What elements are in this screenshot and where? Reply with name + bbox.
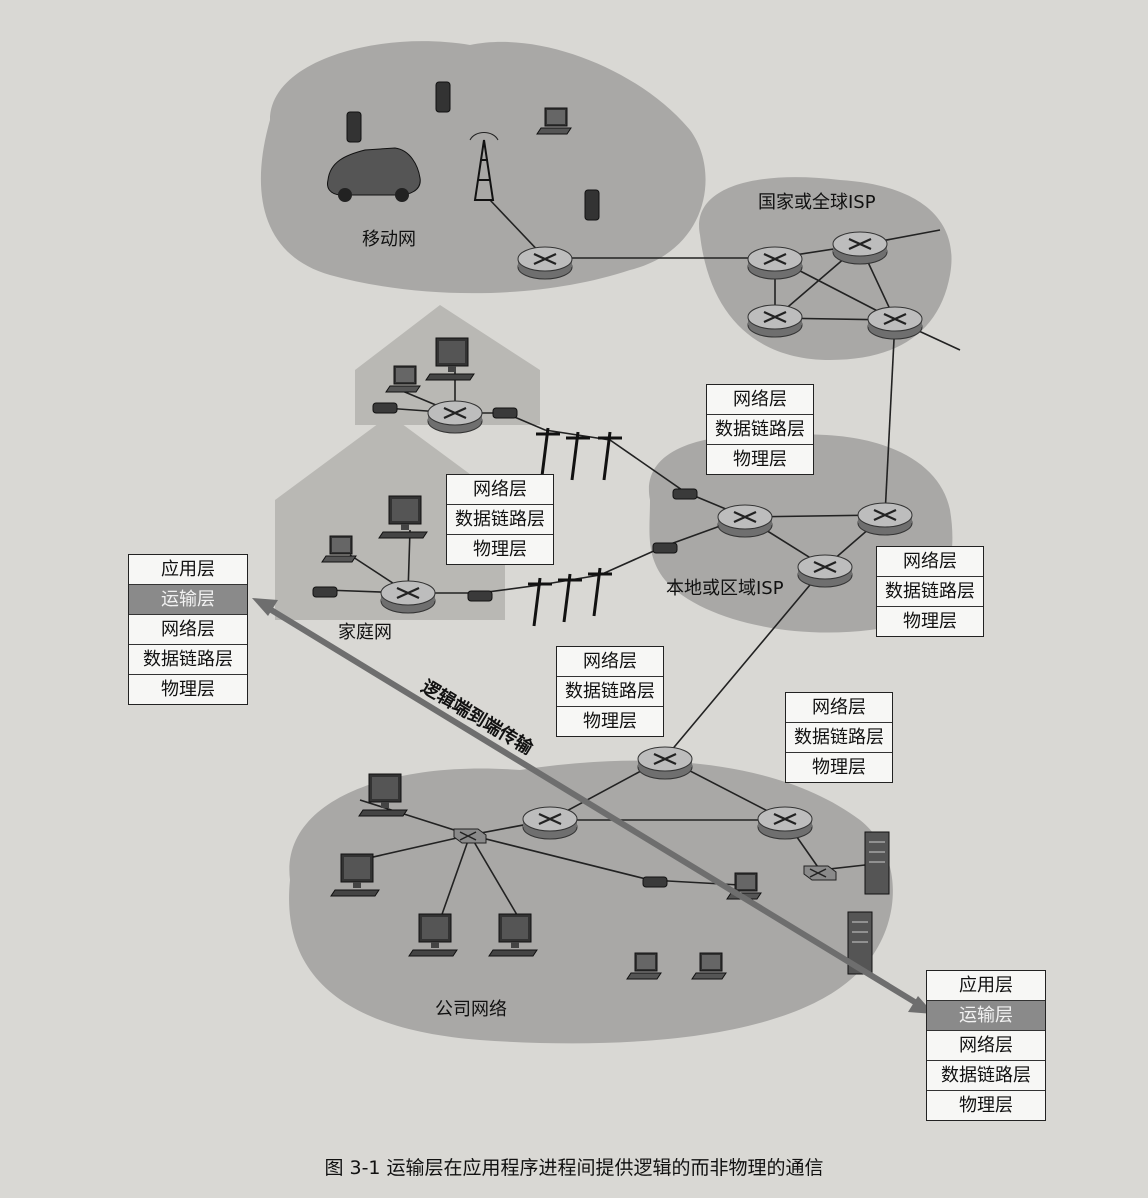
- switch-enterprise-2: [803, 865, 837, 881]
- layer-physical: 物理层: [812, 757, 866, 778]
- layer-physical: 物理层: [733, 449, 787, 470]
- layer-network: 网络层: [786, 693, 892, 723]
- stack-router-enterprise: 网络层 数据链路层 物理层: [785, 692, 893, 783]
- label-home: 家庭网: [338, 622, 392, 643]
- router-home-top: [426, 399, 484, 435]
- car-icon: [327, 147, 421, 202]
- modem-home-left: [312, 586, 338, 598]
- stack-router-home: 网络层 数据链路层 物理层: [446, 474, 554, 565]
- stack-router-mid: 网络层 数据链路层 物理层: [556, 646, 664, 737]
- router-national-3: [746, 303, 804, 339]
- layer-datalink: 数据链路层: [877, 577, 983, 607]
- layer-network: 网络层: [557, 647, 663, 677]
- cell-tower-icon: [469, 132, 499, 201]
- layer-transport: 运输层: [927, 1001, 1045, 1031]
- router-enterprise-3: [756, 805, 814, 841]
- stack-router-local-right: 网络层 数据链路层 物理层: [876, 546, 984, 637]
- layer-network: 网络层: [877, 547, 983, 577]
- router-national-2: [831, 230, 889, 266]
- phone-icon-2: [435, 81, 451, 113]
- label-local-isp: 本地或区域ISP: [666, 578, 784, 599]
- router-enterprise-2: [521, 805, 579, 841]
- pole-6: [586, 566, 614, 618]
- router-local-3: [796, 553, 854, 589]
- modem-isp-2: [652, 542, 678, 554]
- server-icon-1: [864, 831, 890, 895]
- pole-1: [534, 426, 562, 478]
- pole-3: [596, 430, 624, 482]
- pole-5: [556, 572, 584, 624]
- pole-2: [564, 430, 592, 482]
- layer-transport: 运输层: [129, 585, 247, 615]
- modem-isp-1: [672, 488, 698, 500]
- label-arrow: 逻辑端到端传输: [417, 675, 537, 759]
- modem-enterprise: [642, 876, 668, 888]
- router-local-1: [716, 503, 774, 539]
- mobile-network-cloud: [260, 41, 706, 294]
- layer-network: 网络层: [129, 615, 247, 645]
- layer-datalink: 数据链路层: [557, 677, 663, 707]
- layer-network: 网络层: [707, 385, 813, 415]
- stack-host-left: 应用层 运输层 网络层 数据链路层 物理层: [128, 554, 248, 705]
- layer-datalink: 数据链路层: [707, 415, 813, 445]
- pole-4: [526, 576, 554, 628]
- enterprise-network-cloud: [289, 760, 893, 1044]
- figure-caption: 图 3-1 运输层在应用程序进程间提供逻辑的而非物理的通信: [324, 1157, 824, 1179]
- router-mobile: [516, 245, 574, 281]
- stack-router-top: 网络层 数据链路层 物理层: [706, 384, 814, 475]
- layer-datalink: 数据链路层: [927, 1061, 1045, 1091]
- router-home: [379, 579, 437, 615]
- layer-datalink: 数据链路层: [447, 505, 553, 535]
- layer-application: 应用层: [927, 971, 1045, 1001]
- layer-physical: 物理层: [161, 679, 215, 700]
- layer-physical: 物理层: [473, 539, 527, 560]
- switch-enterprise-1: [453, 828, 487, 844]
- phone-icon-3: [584, 189, 600, 221]
- label-national-isp: 国家或全球ISP: [758, 192, 876, 213]
- router-enterprise-1: [636, 745, 694, 781]
- layer-physical: 物理层: [903, 611, 957, 632]
- phone-icon-1: [346, 111, 362, 143]
- label-mobile: 移动网: [362, 229, 416, 250]
- router-national-4: [866, 305, 924, 341]
- router-national-1: [746, 245, 804, 281]
- layer-network: 网络层: [447, 475, 553, 505]
- layer-datalink: 数据链路层: [129, 645, 247, 675]
- layer-physical: 物理层: [959, 1095, 1013, 1116]
- layer-application: 应用层: [129, 555, 247, 585]
- label-enterprise: 公司网络: [435, 999, 507, 1020]
- stack-host-right: 应用层 运输层 网络层 数据链路层 物理层: [926, 970, 1046, 1121]
- modem-top-left: [372, 402, 398, 414]
- layer-datalink: 数据链路层: [786, 723, 892, 753]
- layer-network: 网络层: [927, 1031, 1045, 1061]
- modem-top: [492, 407, 518, 419]
- layer-physical: 物理层: [583, 711, 637, 732]
- modem-home: [467, 590, 493, 602]
- router-local-2: [856, 501, 914, 537]
